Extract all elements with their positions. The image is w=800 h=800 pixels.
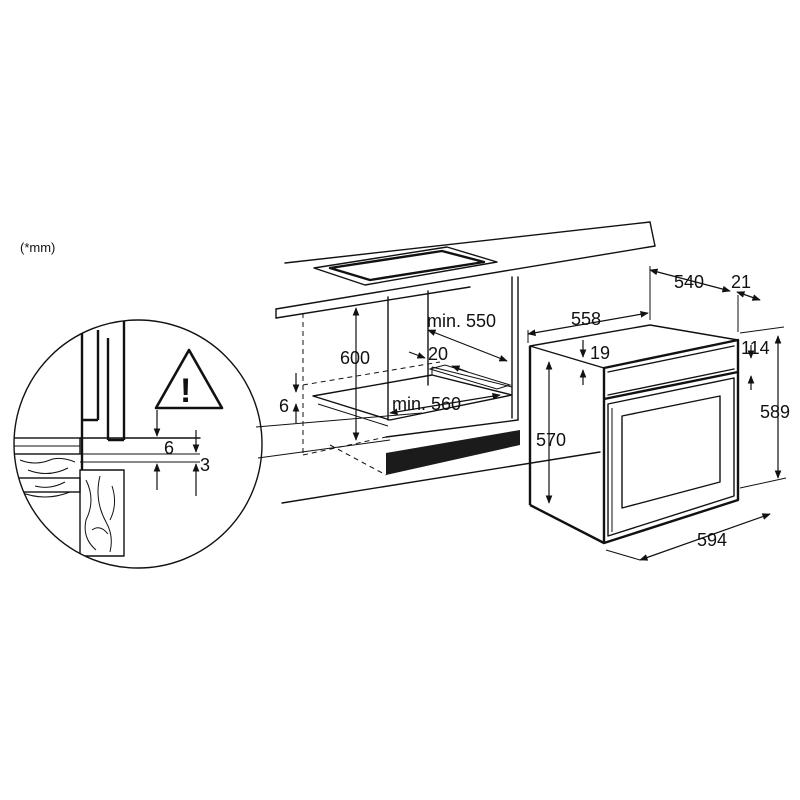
dim-min-width: min. 560 (392, 394, 461, 414)
warning-icon (154, 348, 224, 410)
dim-oven-depth: 540 (674, 272, 704, 292)
detail-leader-lines (255, 412, 423, 459)
detail-gap-3: 3 (200, 455, 210, 475)
dim-door-depth: 21 (731, 272, 751, 292)
unit-note: (*mm) (20, 240, 55, 255)
dim-oven-width-top: 558 (571, 309, 601, 329)
detail-gap-6: 6 (164, 438, 174, 458)
dim-gap-6: 6 (279, 396, 289, 416)
dim-cabinet-height: 600 (340, 348, 370, 368)
detail-magnifier: ! (13, 319, 263, 569)
dim-panel-19: 19 (590, 343, 610, 363)
dim-front-height: 589 (760, 402, 790, 422)
oven-dimensions (527, 266, 787, 561)
hob (313, 246, 498, 286)
dim-gap-20: 20 (428, 344, 448, 364)
worktop (275, 221, 656, 319)
dim-oven-height: 570 (536, 430, 566, 450)
dim-panel-114: 114 (741, 338, 770, 358)
dim-front-width: 594 (697, 530, 727, 550)
cabinet-dimensions (292, 307, 508, 441)
warning-mark: ! (180, 372, 191, 410)
dim-min-depth: min. 550 (427, 311, 496, 331)
oven (528, 324, 740, 545)
